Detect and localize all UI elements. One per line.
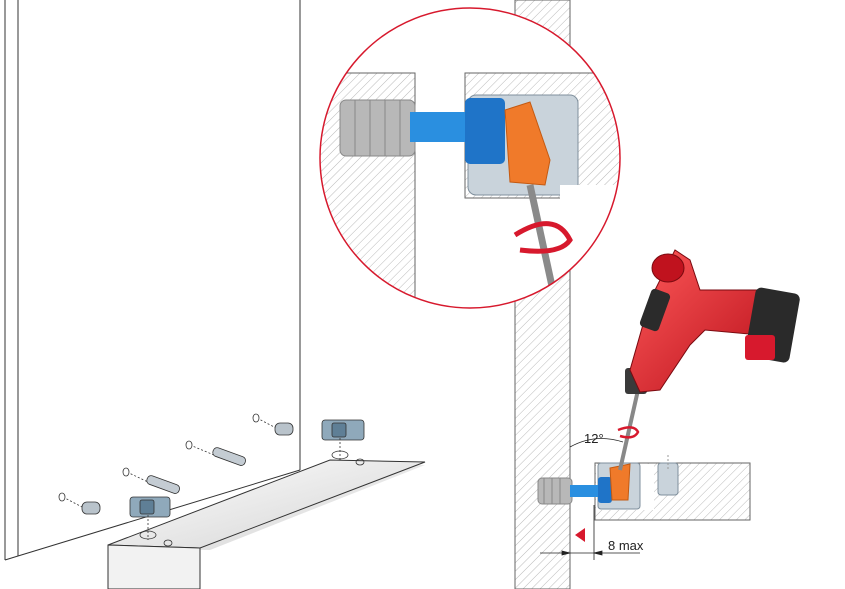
dowels <box>58 413 294 515</box>
angle-indicator <box>569 438 624 448</box>
cam-connector-right <box>321 419 365 466</box>
direction-arrow-icon <box>575 528 585 542</box>
offset-label: 8 max <box>608 538 644 553</box>
screwdriver-bit <box>618 389 640 471</box>
offset-dimension <box>540 505 640 560</box>
rotate-arrow-icon <box>617 426 640 439</box>
connector-bolt <box>537 463 631 505</box>
angle-label: 12° <box>584 431 604 446</box>
rotate-arrow-icon-detail <box>513 221 573 254</box>
base-panel <box>107 459 426 589</box>
cordless-drill-icon <box>625 249 800 394</box>
detail-callout <box>319 7 621 309</box>
cam-connector-left <box>129 496 173 547</box>
